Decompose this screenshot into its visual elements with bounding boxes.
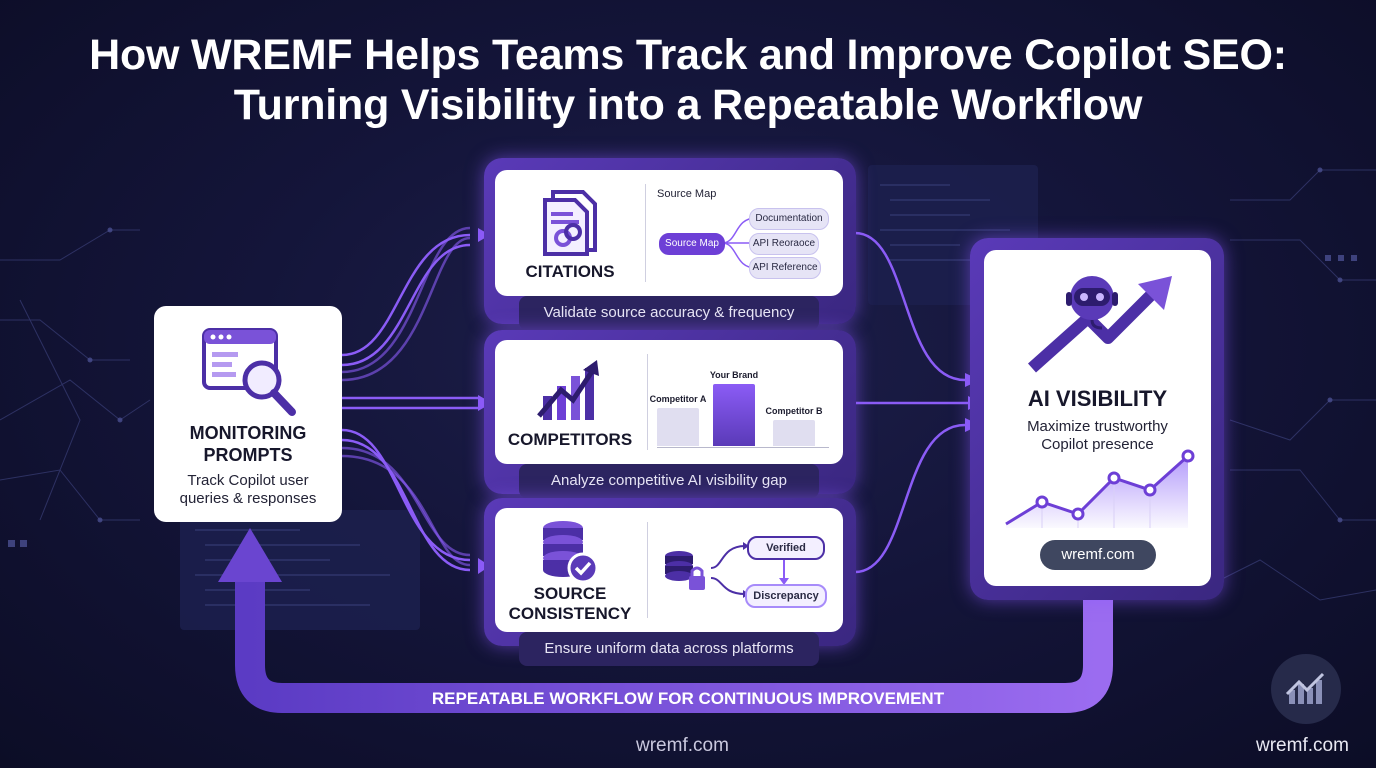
source-map-heading: Source Map xyxy=(657,188,717,200)
monitoring-title: MONITORING PROMPTS xyxy=(154,422,342,466)
visibility-trend-graph xyxy=(1005,449,1195,528)
monitoring-description-line-2: queries & responses xyxy=(179,490,317,507)
consistency-label-line-1: SOURCE xyxy=(533,584,607,603)
consistency-label: SOURCE CONSISTENCY xyxy=(501,584,639,624)
citations-caption: Validate source accuracy & frequency xyxy=(519,296,819,330)
consistency-divider xyxy=(647,522,648,618)
wremf-logo xyxy=(1271,654,1341,724)
bar-2 xyxy=(713,384,755,446)
loop-arrow xyxy=(235,580,1113,713)
monitoring-prompts-card: MONITORING PROMPTS Track Copilot user qu… xyxy=(154,306,342,522)
ai-visibility-description-line-2: Copilot presence xyxy=(1041,436,1154,453)
growth-bars-icon xyxy=(537,360,599,420)
footer-center-brand[interactable]: wremf.com xyxy=(636,735,729,756)
title-line-1: How WREMF Helps Teams Track and Improve … xyxy=(89,31,1287,79)
loop-label: REPEATABLE WORKFLOW FOR CONTINUOUS IMPRO… xyxy=(431,689,945,708)
wremf-logo-icon xyxy=(1285,672,1325,704)
source-item-1: Documentation xyxy=(749,208,829,230)
verified-down-arrowhead xyxy=(779,578,789,585)
linked-document-icon xyxy=(543,190,597,256)
ai-visibility-card: AI VISIBILITY Maximize trustworthy Copil… xyxy=(984,250,1211,586)
consistency-label-line-2: CONSISTENCY xyxy=(508,604,632,623)
monitoring-title-line-2: PROMPTS xyxy=(203,445,293,465)
competitors-divider xyxy=(647,354,648,450)
browser-search-icon xyxy=(202,328,296,416)
bar-chart-baseline xyxy=(657,447,829,448)
wremf-link-button[interactable]: wremf.com xyxy=(1040,540,1156,570)
verified-badge: Verified xyxy=(747,536,825,560)
citations-divider xyxy=(645,184,646,282)
competitors-label: COMPETITORS xyxy=(507,430,633,449)
ai-visibility-title: AI VISIBILITY xyxy=(1027,386,1168,411)
ai-visibility-description: Maximize trustworthy Copilot presence xyxy=(984,418,1211,454)
database-check-icon xyxy=(543,521,599,584)
bar-1 xyxy=(657,408,699,446)
loop-arrowhead xyxy=(218,528,282,582)
consistency-branch-lines xyxy=(710,542,749,598)
database-lock-icon xyxy=(665,551,705,590)
consistency-caption: Ensure uniform data across platforms xyxy=(519,632,819,666)
footer-right-brand[interactable]: wremf.com xyxy=(1256,735,1349,756)
verified-down-arrow xyxy=(783,560,785,582)
title-line-2: Turning Visibility into a Repeatable Wor… xyxy=(233,81,1143,129)
citations-label: CITATIONS xyxy=(525,262,615,281)
bar-label-2: Your Brand xyxy=(709,370,759,380)
bar-label-1: Competitor A xyxy=(649,394,707,404)
bar-label-3: Competitor B xyxy=(765,406,823,416)
monitoring-title-line-1: MONITORING xyxy=(189,423,307,443)
discrepancy-badge: Discrepancy xyxy=(745,584,827,608)
monitoring-description-line-1: Track Copilot user xyxy=(187,472,309,489)
source-item-3: API Reference xyxy=(749,257,821,279)
page-title: How WREMF Helps Teams Track and Improve … xyxy=(0,30,1376,130)
consistency-card: SOURCE CONSISTENCY Verified Discrepancy xyxy=(495,508,843,632)
monitoring-description: Track Copilot user queries & responses xyxy=(154,472,342,508)
robot-growth-icon xyxy=(1028,276,1172,373)
source-item-2: API Reoraoce xyxy=(749,233,819,255)
competitors-caption: Analyze competitive AI visibility gap xyxy=(519,464,819,498)
ai-visibility-description-line-1: Maximize trustworthy xyxy=(1027,418,1168,435)
bar-3 xyxy=(773,420,815,446)
citations-card: CITATIONS Source Map Source Map Document… xyxy=(495,170,843,296)
source-map-node: Source Map xyxy=(659,233,725,255)
